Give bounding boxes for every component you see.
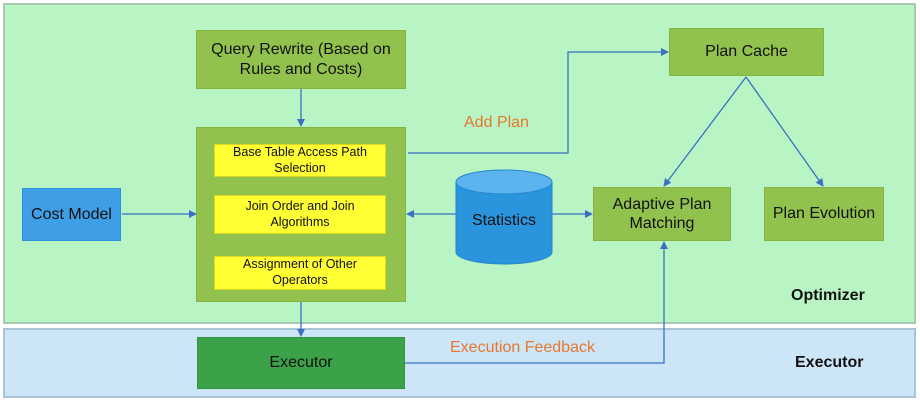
query-rewrite-label: Query Rewrite (Based on Rules and Costs) bbox=[211, 41, 391, 78]
cost-model-node: Cost Model bbox=[22, 188, 121, 241]
assignment-label: Assignment of Other Operators bbox=[243, 257, 357, 287]
join-order-node: Join Order and Join Algorithms bbox=[214, 195, 386, 234]
plan-cache-label: Plan Cache bbox=[705, 43, 788, 61]
executor-section-label: Executor bbox=[795, 354, 864, 371]
base-table-label: Base Table Access Path Selection bbox=[233, 144, 367, 175]
plan-evolution-label: Plan Evolution bbox=[772, 205, 876, 223]
executor-node-label: Executor bbox=[269, 354, 333, 372]
adaptive-plan-label: Adaptive Plan Matching bbox=[612, 195, 712, 232]
plan-evolution-node: Plan Evolution bbox=[764, 187, 884, 241]
arrow-add-plan bbox=[408, 48, 669, 154]
base-table-node: Base Table Access Path Selection bbox=[214, 144, 386, 177]
join-order-label: Join Order and Join Algorithms bbox=[245, 198, 355, 229]
optimizer-section-label: Optimizer bbox=[791, 287, 865, 304]
query-rewrite-node: Query Rewrite (Based on Rules and Costs) bbox=[196, 30, 406, 89]
execution-feedback-label: Execution Feedback bbox=[450, 339, 595, 356]
arrow-execution-feedback bbox=[404, 241, 668, 364]
arrow-cache-to-adaptive bbox=[663, 76, 747, 187]
assignment-node: Assignment of Other Operators bbox=[214, 256, 386, 290]
plan-cache-node: Plan Cache bbox=[669, 28, 824, 76]
statistics-cylinder bbox=[455, 169, 553, 265]
add-plan-label: Add Plan bbox=[464, 114, 529, 131]
executor-node: Executor bbox=[197, 337, 405, 389]
arrow-cache-to-evolution bbox=[745, 76, 824, 187]
cost-model-label: Cost Model bbox=[31, 205, 112, 223]
statistics-label: Statistics bbox=[471, 212, 536, 229]
adaptive-plan-node: Adaptive Plan Matching bbox=[593, 187, 731, 241]
